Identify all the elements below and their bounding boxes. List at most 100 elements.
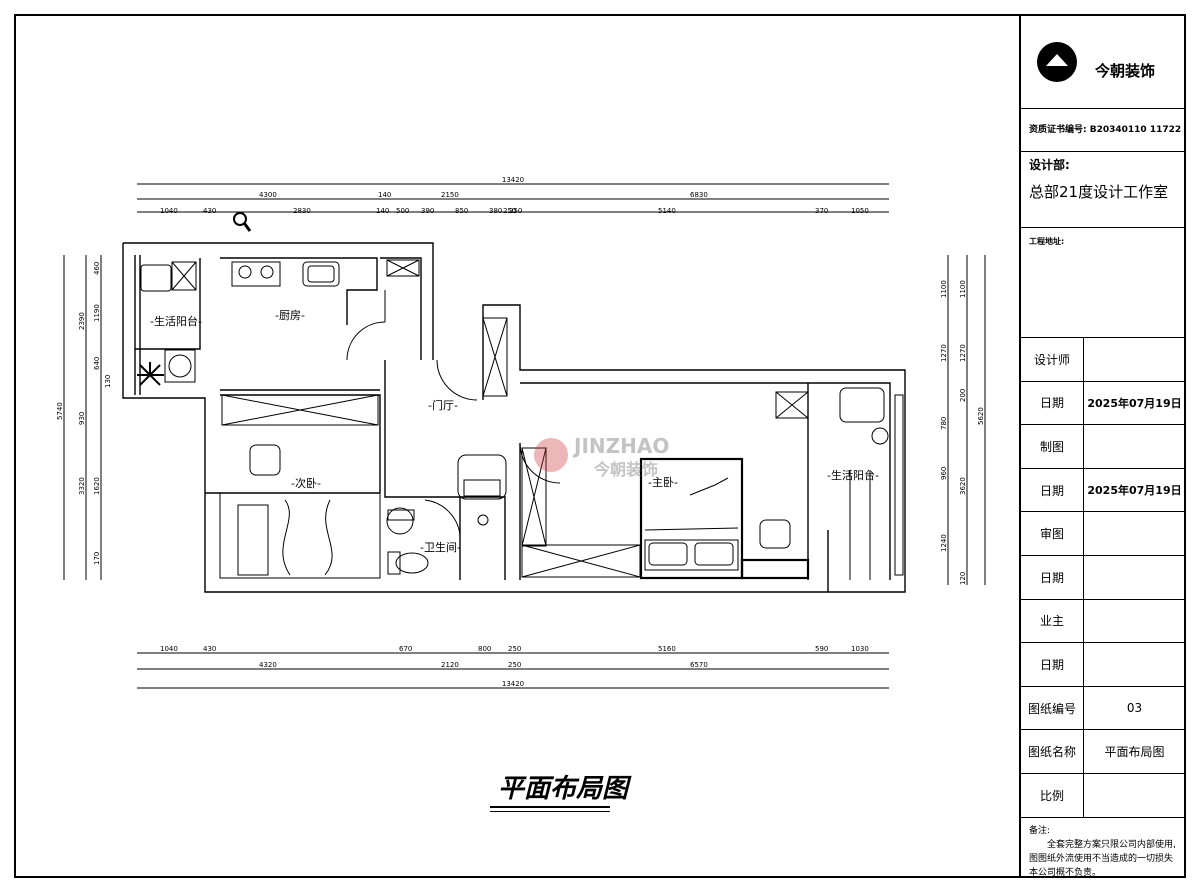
- dim-top-r2-3: 6830: [690, 191, 708, 199]
- dim-top-r3-4: 500: [396, 207, 409, 215]
- title-block-key: 审图: [1021, 512, 1084, 555]
- dim-bot-r2-0: 4320: [259, 661, 277, 669]
- room-label-hall: -门厅-: [428, 398, 458, 412]
- dim-bot-r1-2: 670: [399, 645, 412, 653]
- dim-right-total: 5620: [977, 407, 985, 425]
- watermark: JINZHAO 今朝装饰: [534, 434, 694, 479]
- dim-right-c3-2: 780: [940, 417, 948, 430]
- dim-right-c3-5: 120: [959, 572, 967, 585]
- company-name: 今朝装饰: [1095, 62, 1156, 80]
- dim-top-r3-12: 1050: [851, 207, 869, 215]
- room-label-kitchen: -厨房-: [275, 309, 305, 322]
- dim-bot-r2-2: 250: [508, 661, 521, 669]
- title-block-row: 图纸编号 03: [1021, 686, 1185, 731]
- dim-left-c3-0: 460: [93, 262, 101, 275]
- dim-left-c3-5: 170: [93, 552, 101, 565]
- watermark-logo-icon: [534, 438, 568, 472]
- dim-right-c3-0: 1100: [940, 280, 948, 298]
- dim-top-r3-0: 1040: [160, 207, 178, 215]
- dim-top-total: 13420: [502, 176, 524, 184]
- furniture: [137, 259, 904, 580]
- notes-text: 全套完整方案只限公司内部使用,图图纸外流使用不当造成的一切损失本公司概不负责。: [1029, 839, 1176, 878]
- notes-label: 备注:: [1029, 825, 1051, 836]
- doors: [346, 290, 561, 536]
- title-block-value: [1084, 512, 1185, 555]
- title-block-value: 2025年07月19日: [1087, 484, 1182, 498]
- dim-bot-total: 13420: [502, 680, 524, 688]
- dim-left-total: 5740: [56, 402, 64, 420]
- floor-plan: 13420 4300 140 2150 6830 1040 430 2830 1…: [56, 176, 986, 689]
- dim-bot-r1-6: 590: [815, 645, 828, 653]
- dim-left-c3-4: 1620: [93, 477, 101, 495]
- title-block-row: 审图: [1021, 512, 1185, 556]
- room-label-bathroom: -卫生间-: [420, 540, 461, 554]
- dim-right-c2-0: 1100: [959, 280, 967, 298]
- dim-top-r3-6: 850: [455, 207, 468, 215]
- dim-top-r3-11: 370: [815, 207, 828, 215]
- dim-left-c3-1: 1190: [93, 304, 101, 322]
- notes: 备注: 全套完整方案只限公司内部使用,图图纸外流使用不当造成的一切损失本公司概不…: [1021, 818, 1185, 886]
- title-block-key: 制图: [1021, 425, 1084, 468]
- dim-left-c3-3: 130: [104, 375, 112, 388]
- title-block-value: [1084, 643, 1185, 686]
- dim-top-r3-5: 390: [421, 207, 434, 215]
- room-label-balcony-left: -生活阳台-: [150, 314, 202, 328]
- dim-left-c2-2: 3320: [78, 477, 86, 495]
- dim-top-r3-9: 250: [509, 207, 522, 215]
- title-block-key: 图纸名称: [1021, 730, 1084, 773]
- dim-bot-r2-3: 6570: [690, 661, 708, 669]
- dim-bot-r1-0: 1040: [160, 645, 178, 653]
- drawing-sheet: [14, 14, 1186, 878]
- title-block-row: 业主: [1021, 599, 1185, 644]
- title-block-value: [1084, 556, 1185, 599]
- dim-top-r2-2: 2150: [441, 191, 459, 199]
- title-block-key: 日期: [1021, 381, 1084, 425]
- title-block-row: 日期: [1021, 555, 1185, 600]
- title-block-key: 比例: [1021, 773, 1084, 817]
- room-label-balcony-right: -生活阳台-: [827, 468, 879, 482]
- title-block-row: 图纸名称 平面布局图: [1021, 730, 1185, 774]
- dim-bot-r1-7: 1030: [851, 645, 869, 653]
- zoom-icon[interactable]: [232, 211, 252, 233]
- company-logo-area: 今朝装饰: [1021, 16, 1185, 109]
- dim-top-r3-2: 2830: [293, 207, 311, 215]
- watermark-en: JINZHAO: [574, 434, 670, 458]
- title-block-key: 设计师: [1021, 338, 1084, 381]
- title-block-row: 制图: [1021, 425, 1185, 469]
- title-block: 今朝装饰 资质证书编号: B20340110 11722 设计部: 总部21度设…: [1019, 16, 1185, 878]
- room-label-second-bedroom: -次卧-: [291, 476, 321, 490]
- title-block-key: 图纸编号: [1021, 686, 1084, 730]
- dim-right-c3-3: 960: [940, 467, 948, 480]
- title-block-key: 日期: [1021, 555, 1084, 599]
- title-block-value: [1084, 774, 1185, 817]
- dim-left-c2-0: 2390: [78, 312, 86, 330]
- dim-top-r2-1: 140: [378, 191, 391, 199]
- title-block-key: 日期: [1021, 643, 1084, 686]
- dim-top-r3-1: 430: [203, 207, 216, 215]
- dim-left-c3-2: 640: [93, 357, 101, 370]
- dim-right-c2-2: 200: [959, 389, 967, 402]
- title-block-value: 平面布局图: [1104, 745, 1165, 760]
- title-block-row: 日期: [1021, 643, 1185, 687]
- dim-top-r2-0: 4300: [259, 191, 277, 199]
- dim-right-c2-1: 1270: [959, 344, 967, 362]
- title-underline-thin: [490, 811, 610, 812]
- dim-bot-r1-1: 430: [203, 645, 216, 653]
- design-dept-label: 设计部:: [1029, 158, 1070, 172]
- title-block-value: [1084, 338, 1185, 381]
- dim-right-c3-1: 1270: [940, 344, 948, 362]
- design-dept-value: 总部21度设计工作室: [1029, 183, 1169, 201]
- dim-bot-r2-1: 2120: [441, 661, 459, 669]
- title-block-value: 03: [1126, 701, 1143, 716]
- cert-number: 资质证书编号: B20340110 11722: [1021, 109, 1185, 152]
- dim-top-r3-3: 140: [376, 207, 389, 215]
- title-block-row: 设计师: [1021, 338, 1185, 382]
- dim-top-r3-8: 250: [503, 207, 516, 215]
- dim-right-c2-3: 3620: [959, 477, 967, 495]
- title-underline: [490, 806, 610, 808]
- dim-bot-r1-3: 800: [478, 645, 491, 653]
- room-label-master-bedroom: -主卧-: [648, 476, 678, 489]
- drawing-title: 平面布局图: [498, 774, 629, 804]
